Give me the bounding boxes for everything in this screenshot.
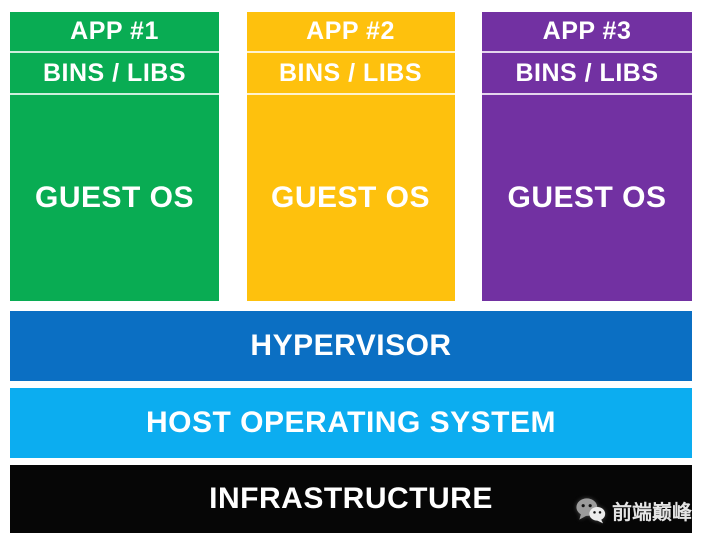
vm-column-3: APP #3 BINS / LIBS GUEST OS bbox=[482, 12, 692, 301]
bins-libs-label-2: BINS / LIBS bbox=[246, 53, 455, 95]
host-os-layer: HOST OPERATING SYSTEM bbox=[10, 388, 692, 458]
hypervisor-label: HYPERVISOR bbox=[250, 329, 452, 362]
bins-libs-label-1: BINS / LIBS bbox=[10, 53, 219, 95]
watermark: 前端巅峰 bbox=[576, 493, 692, 527]
watermark-text: 前端巅峰 bbox=[612, 501, 692, 524]
vm-stack: APP #1 BINS / LIBS GUEST OS APP #2 BINS … bbox=[10, 12, 692, 301]
app2-label: APP #2 bbox=[246, 12, 455, 53]
guest-os-label-1: GUEST OS bbox=[34, 181, 195, 214]
vm-column-1: APP #1 BINS / LIBS GUEST OS bbox=[10, 12, 219, 301]
guest-os-label-3: GUEST OS bbox=[507, 181, 667, 214]
infrastructure-layer: INFRASTRUCTURE bbox=[10, 465, 692, 533]
app1-label: APP #1 bbox=[10, 12, 219, 53]
guest-os-label-2: GUEST OS bbox=[270, 181, 431, 214]
bins-libs-label-3: BINS / LIBS bbox=[482, 53, 692, 95]
hypervisor-layer: HYPERVISOR bbox=[10, 311, 692, 381]
vm-column-2: APP #2 BINS / LIBS GUEST OS bbox=[246, 12, 455, 301]
host-os-label: HOST OPERATING SYSTEM bbox=[146, 406, 556, 439]
infrastructure-label: INFRASTRUCTURE bbox=[209, 482, 493, 515]
wechat-icon bbox=[576, 497, 606, 524]
app3-label: APP #3 bbox=[482, 12, 692, 53]
